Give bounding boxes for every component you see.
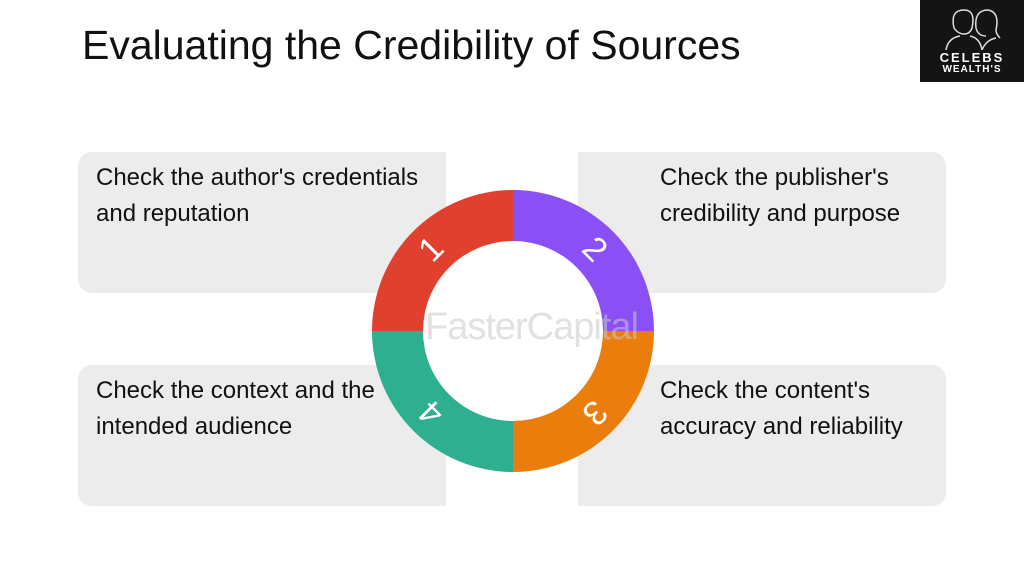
ring-segment-3	[513, 331, 654, 472]
step-3-text: Check the content's accuracy and reliabi…	[660, 377, 903, 440]
step-1-box: Check the author's credentials and reput…	[78, 152, 446, 293]
logo-line1: CELEBS	[939, 50, 1005, 65]
celebs-wealths-logo: CELEBS WEALTH'S	[920, 0, 1024, 82]
ring-center	[421, 239, 605, 423]
logo-line2: WEALTH'S	[942, 64, 1002, 75]
step-1-text: Check the author's credentials and reput…	[96, 164, 419, 227]
watermark: FasterCapital	[425, 306, 639, 348]
step-2-text: Check the publisher's credibility and pu…	[660, 164, 901, 227]
silhouettes-icon	[945, 9, 1001, 50]
step-4-text: Check the context and the intended audie…	[96, 377, 375, 440]
ring-segment-1	[372, 190, 513, 331]
ring-segment-2	[513, 190, 654, 331]
ring-segment-4	[372, 331, 513, 472]
page-title: Evaluating the Credibility of Sources	[82, 22, 741, 68]
step-4-box: Check the context and the intended audie…	[78, 365, 446, 506]
step-2-box: Check the publisher's credibility and pu…	[578, 152, 946, 293]
